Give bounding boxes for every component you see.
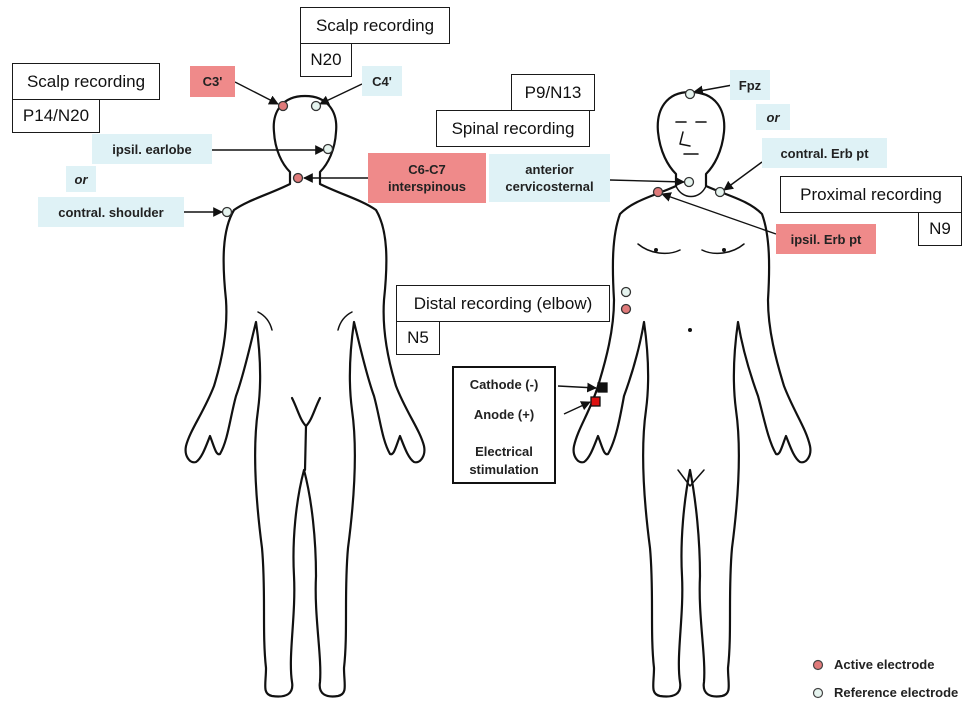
fpz-label: Fpz — [730, 70, 770, 100]
active-electrode-c6c7 — [294, 174, 303, 183]
or-left-label: or — [66, 166, 96, 192]
active-electrode-elbow — [622, 305, 631, 314]
spinal-recording-box: Spinal recording — [436, 110, 590, 147]
active-electrode-c3 — [279, 102, 288, 111]
c6c7-line2: interspinous — [388, 178, 466, 195]
active-electrode-ipsil-erb — [654, 188, 663, 197]
or-right-label: or — [756, 104, 790, 130]
proximal-recording-box: Proximal recording — [780, 176, 962, 213]
scalp-recording-left-box: Scalp recording — [12, 63, 160, 100]
anterior-cervicosternal-label: anterior cervicosternal — [489, 154, 610, 202]
reference-electrode-earlobe — [324, 145, 333, 154]
contral-erb-label: contral. Erb pt — [762, 138, 887, 168]
n20-box: N20 — [300, 43, 352, 77]
p14-n20-box: P14/N20 — [12, 99, 100, 133]
distal-recording-box: Distal recording (elbow) — [396, 285, 610, 322]
n9-box: N9 — [918, 212, 962, 246]
c6c7-interspinous-label: C6-C7 interspinous — [368, 153, 486, 203]
reference-electrode-cervicosternal — [685, 178, 694, 187]
legend-active-marker — [814, 661, 823, 670]
scalp-recording-center-box: Scalp recording — [300, 7, 450, 44]
p9-n13-box: P9/N13 — [511, 74, 595, 111]
ipsil-earlobe-label: ipsil. earlobe — [92, 134, 212, 164]
anterior-line2: cervicosternal — [505, 178, 593, 195]
cathode-label: Cathode (-) — [454, 377, 554, 392]
reference-electrode-shoulder — [223, 208, 232, 217]
reference-electrode-fpz — [686, 90, 695, 99]
contral-shoulder-label: contral. shoulder — [38, 197, 184, 227]
stimulation-title-line2: stimulation — [454, 462, 554, 477]
reference-electrode-elbow — [622, 288, 631, 297]
electrical-stimulation-box: Cathode (-) Anode (+) Electrical stimula… — [452, 366, 556, 484]
c3-label: C3' — [190, 66, 235, 97]
c4-label: C4' — [362, 66, 402, 96]
cathode-electrode — [598, 383, 607, 392]
anterior-line1: anterior — [525, 161, 573, 178]
legend-reference-marker — [814, 689, 823, 698]
c6c7-line1: C6-C7 — [408, 161, 446, 178]
anode-label: Anode (+) — [454, 407, 554, 422]
stimulation-title-line1: Electrical — [454, 444, 554, 459]
ipsil-erb-label: ipsil. Erb pt — [776, 224, 876, 254]
reference-electrode-c4 — [312, 102, 321, 111]
n5-box: N5 — [396, 321, 440, 355]
reference-electrode-contral-erb — [716, 188, 725, 197]
legend-reference-label: Reference electrode — [834, 685, 958, 700]
anode-electrode — [591, 397, 600, 406]
legend-active-label: Active electrode — [834, 657, 934, 672]
